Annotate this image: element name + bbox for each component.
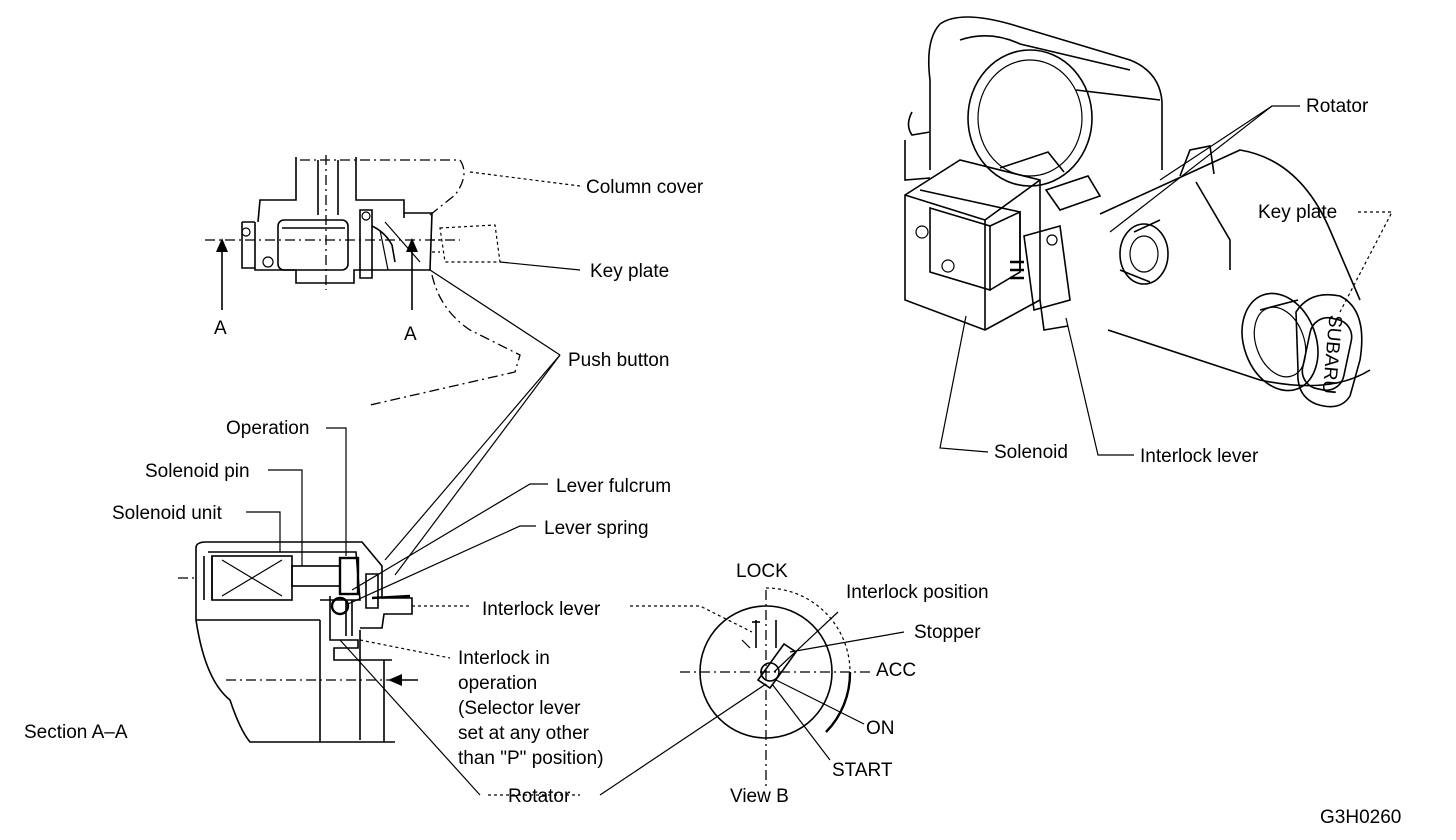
label-solenoid-pin: Solenoid pin — [145, 461, 250, 482]
label-lever-fulcrum: Lever fulcrum — [556, 476, 671, 497]
label-start: START — [832, 760, 893, 781]
label-section-a-left: A — [214, 318, 227, 339]
label-interlock-lever-section: Interlock lever — [482, 599, 601, 620]
label-rotator-top: Rotator — [1306, 96, 1369, 117]
column-side-view — [205, 155, 521, 406]
label-lock: LOCK — [736, 561, 788, 582]
figure-code: G3H0260 — [1320, 807, 1401, 828]
label-interlock-position: Interlock position — [846, 582, 989, 603]
label-stopper: Stopper — [914, 622, 981, 643]
label-key-plate: Key plate — [590, 261, 669, 282]
label-operation: Operation — [226, 418, 309, 439]
view-b-dial — [599, 587, 905, 796]
label-lever-spring: Lever spring — [544, 518, 649, 539]
label-section-a-a: Section A–A — [24, 722, 128, 743]
label-section-a-right: A — [404, 324, 417, 345]
label-interlock-in-operation-1: Interlock in — [458, 648, 550, 669]
label-column-cover: Column cover — [586, 177, 704, 198]
label-interlock-in-operation-4: set at any other — [458, 723, 590, 744]
label-solenoid-unit: Solenoid unit — [112, 503, 223, 524]
steering-lock-isometric: SUBARU — [904, 16, 1371, 408]
label-on: ON — [866, 718, 895, 739]
label-interlock-in-operation-2: operation — [458, 673, 537, 694]
label-solenoid: Solenoid — [994, 442, 1068, 463]
label-interlock-in-operation-5: than "P" position) — [458, 748, 604, 769]
top-left-leaders — [384, 171, 581, 576]
label-interlock-in-operation-3: (Selector lever — [458, 698, 581, 719]
label-interlock-lever-right: Interlock lever — [1140, 446, 1259, 467]
label-acc: ACC — [876, 660, 916, 681]
label-push-button: Push button — [568, 350, 669, 371]
top-right-leaders — [939, 105, 1393, 456]
label-rotator-bottom: Rotator — [508, 786, 571, 807]
section-a-a-drawing — [178, 541, 481, 796]
label-view-b: View B — [730, 786, 789, 807]
section-leaders — [246, 427, 580, 796]
label-key-plate-right: Key plate — [1258, 202, 1337, 223]
